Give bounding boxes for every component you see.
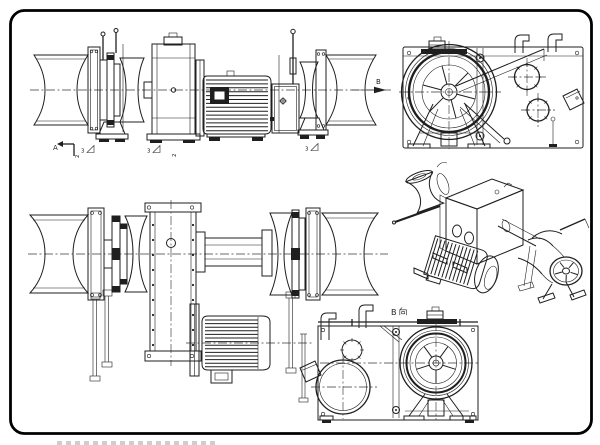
view-b-label: B — [376, 78, 381, 86]
rear-flange-circle — [340, 338, 364, 362]
rear-hook-1 — [320, 312, 337, 340]
flange-bolt-circle-2 — [521, 93, 555, 127]
clipped-caption-fragment — [57, 441, 215, 445]
iso-right-capstan — [517, 218, 590, 304]
right-clutch-capstan — [270, 28, 377, 139]
hook-handle-1 — [514, 34, 530, 53]
view-b-arrow: B — [352, 78, 386, 94]
side-bracket — [562, 88, 585, 111]
iso-motor — [423, 235, 499, 294]
gearbox-bolts — [151, 223, 195, 347]
plan-motor — [186, 303, 312, 384]
section-a-label: A — [53, 144, 58, 152]
plan-shaft — [195, 229, 273, 277]
weld-size-right: 3 — [305, 147, 309, 153]
section-dim-left: 2 — [75, 155, 81, 159]
plan-gearbox — [144, 200, 202, 366]
rear-hook-2 — [358, 304, 374, 328]
plan-section-view — [28, 200, 388, 384]
flange-bolt-circle-1 — [508, 58, 546, 96]
motor-front — [202, 70, 272, 141]
side-a-frame — [407, 103, 491, 149]
wheel-spokes — [422, 65, 476, 119]
iso-left-capstan — [404, 169, 446, 214]
weld-size-left: 3 — [81, 149, 85, 155]
rear-bracket-box — [299, 360, 322, 383]
rear-view-b: B — [298, 304, 479, 423]
xiang-character-glyph — [399, 307, 407, 316]
gearbox-front — [146, 32, 201, 143]
plan-motor-fins — [205, 319, 258, 368]
plan-right-clutch-capstan — [269, 207, 380, 374]
brake-rods — [89, 296, 113, 382]
section-dim-right: 2 — [172, 154, 178, 158]
plan-left-clutch — [90, 215, 148, 300]
isometric-view — [392, 162, 590, 304]
front-elevation-view: B A 2 3 3 2 3 — [30, 28, 392, 158]
weld-size-mid: 3 — [147, 149, 151, 155]
left-clutch-brake — [95, 28, 153, 142]
sheet-border — [9, 9, 593, 435]
rear-wheel — [320, 322, 478, 420]
rear-a-frame — [403, 393, 471, 421]
right-capstan-drum — [325, 54, 377, 126]
rear-motor-circle — [311, 354, 377, 419]
side-end-view — [399, 33, 585, 149]
rear-view-label-latin: B — [391, 308, 397, 317]
weld-symbols: 3 3 2 3 — [81, 142, 319, 158]
hook-handle-2 — [547, 33, 563, 52]
section-a-mark: A 2 — [53, 141, 81, 158]
